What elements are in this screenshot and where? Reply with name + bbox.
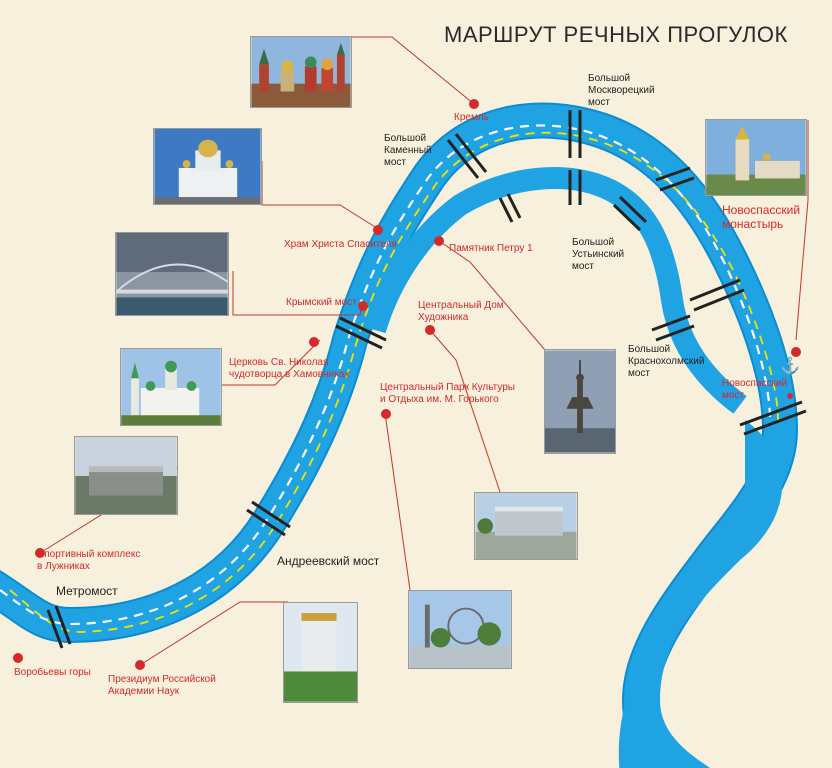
label-andreevsky: Андреевский мост	[277, 554, 380, 568]
map-title: МАРШРУТ РЕЧНЫХ ПРОГУЛОК	[444, 22, 788, 47]
label-novospassky-monastyr: Новоспасский монастырь	[722, 203, 801, 232]
anchor-icon: ⚓	[780, 358, 800, 375]
label-vorobyovy: Воробьевы горы	[14, 667, 91, 678]
marker-sport	[35, 548, 45, 558]
photo-kreml	[250, 36, 352, 108]
label-prezidium: Президиум Российской Академии Наук	[108, 674, 216, 697]
bridge-andreevsky	[246, 500, 291, 537]
marker-kreml	[469, 99, 479, 109]
label-bolshoy-ustinsky: Большой Устьинский мост	[572, 237, 625, 272]
marker-cdkh	[425, 325, 435, 335]
bridge-inner-small	[498, 193, 522, 223]
marker-prezidium	[135, 660, 145, 670]
marker-krymsky	[358, 301, 368, 311]
bridge-bolshoy-moskvoretsky-inner	[568, 170, 582, 205]
label-sport: Спортивный комплекс в Лужниках	[37, 549, 141, 572]
river-lower-section	[618, 420, 782, 768]
marker-khram	[373, 225, 383, 235]
markers	[13, 99, 801, 670]
photo-khram	[153, 128, 262, 205]
label-cdkh: Центральный Дом Художника	[418, 300, 504, 323]
label-bolshoy-moskvoretsky: Большой Москворецкий мост	[588, 73, 655, 108]
marker-tserkov	[309, 337, 319, 347]
bridge-novospassky	[739, 400, 807, 436]
photo-pamyatnik	[544, 349, 616, 454]
marker-pamyatnik	[434, 236, 444, 246]
photo-park	[408, 590, 512, 669]
label-krymsky-most: Крымский мост	[286, 297, 357, 308]
bridge-bolshoy-krasnokholmsky	[651, 278, 745, 342]
marker-park	[381, 409, 391, 419]
bridge-bolshoy-moskvoretsky	[568, 110, 582, 158]
photo-sport	[74, 436, 178, 515]
label-bolshoy-krasnokholmsky: Большой Краснохолмский мост	[628, 344, 705, 379]
bridge-bolshoy-kamenny	[446, 133, 488, 179]
label-tserkov: Церковь Св. Николая чудотворца в Хамовни…	[229, 357, 350, 380]
bridge-krymsky	[335, 316, 387, 350]
label-novospassky-most: Новоспасский мост	[722, 378, 788, 401]
label-park: Центральный Парк Культуры и Отдыха им. М…	[380, 382, 515, 405]
label-pamyatnik: Памятник Петру 1	[449, 243, 533, 254]
photo-novospassky	[705, 119, 807, 196]
bridge-bolshoy-ustinsky	[612, 166, 695, 232]
photo-tserkov	[120, 348, 222, 426]
label-bolshoy-kamenny: Большой Каменный мост	[384, 133, 432, 168]
label-kreml: Кремль	[454, 112, 489, 123]
photo-cdkh	[474, 492, 578, 560]
marker-novospassky-most	[787, 393, 793, 399]
photo-krymsky-most	[115, 232, 229, 316]
marker-novospassky	[791, 347, 801, 357]
route-line-outer	[0, 124, 772, 626]
label-khram: Храм Христа Спасителя	[284, 239, 397, 250]
photo-prezidium	[283, 602, 358, 703]
marker-vorobyovy	[13, 653, 23, 663]
label-metromost: Метромост	[56, 584, 118, 598]
route-line-inner	[9, 131, 779, 633]
bridge-metromost	[46, 605, 72, 649]
